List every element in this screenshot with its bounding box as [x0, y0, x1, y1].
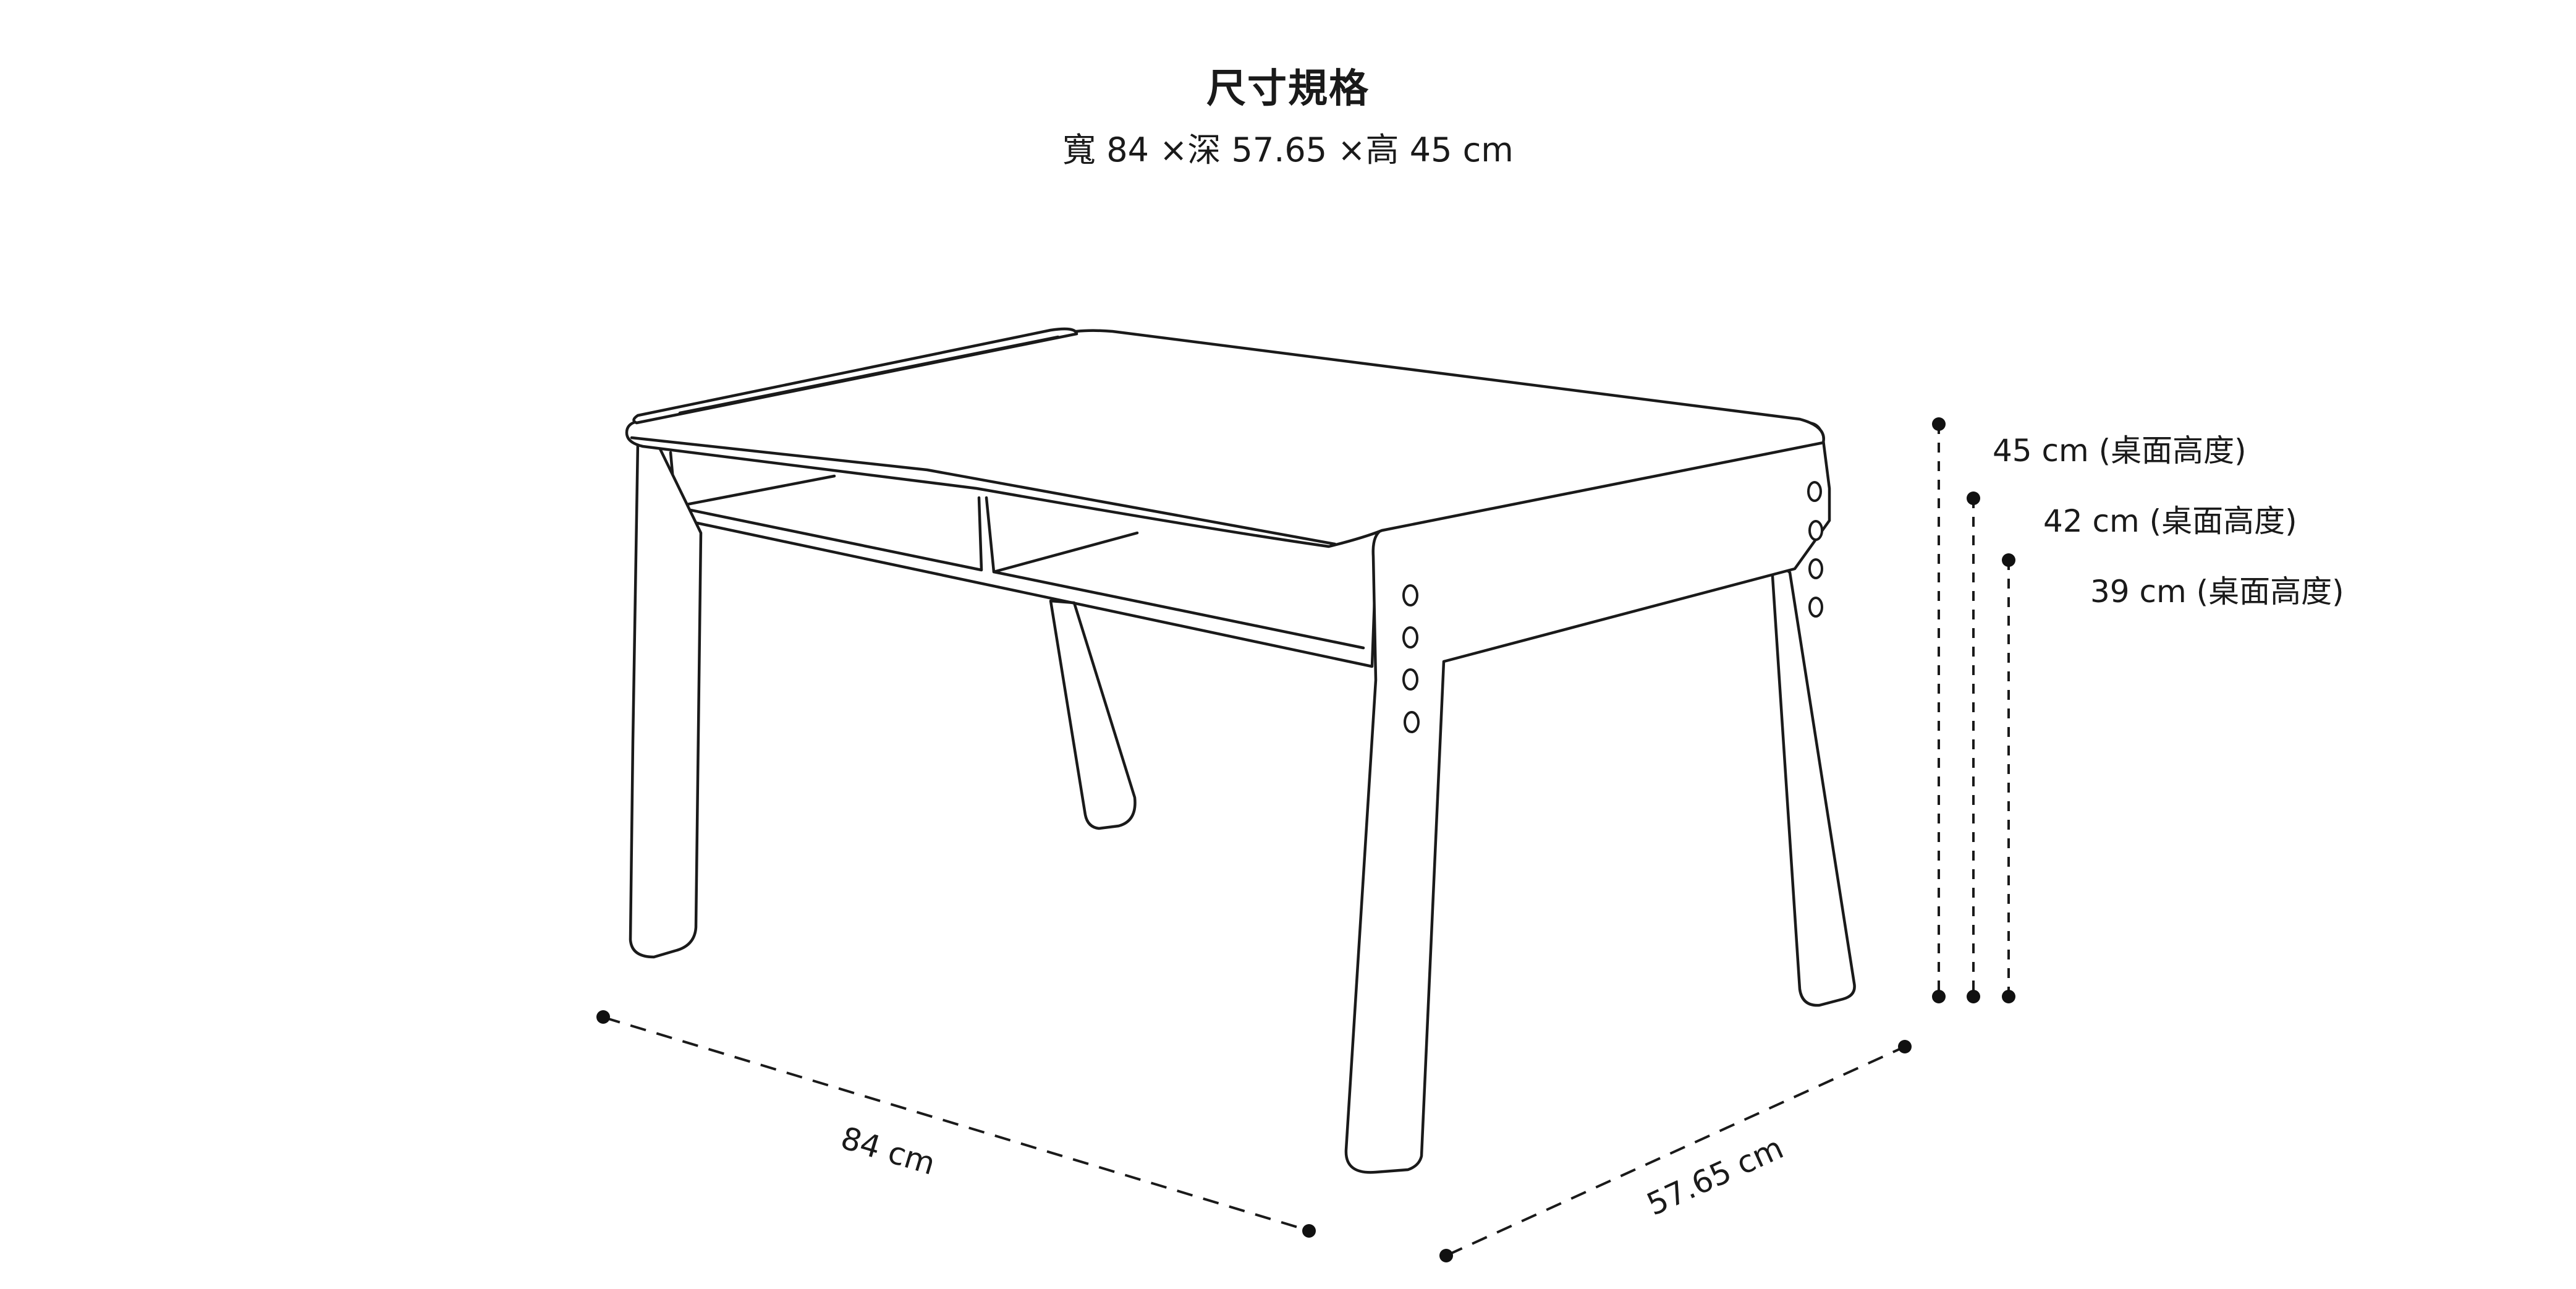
width-dimension-line — [604, 1016, 1308, 1232]
height-label-45: 45 cm (桌面高度) — [1993, 433, 2247, 469]
right-side-panel — [1344, 421, 1831, 1174]
height-hole — [1808, 520, 1823, 541]
dimension-endpoint — [1932, 990, 1946, 1003]
dimension-endpoint — [2002, 553, 2015, 567]
dimension-endpoint — [1967, 990, 1980, 1003]
dimension-endpoint — [1439, 1249, 1453, 1262]
dimension-endpoint — [1932, 417, 1946, 431]
height-hole — [1807, 481, 1822, 502]
dimension-endpoint — [596, 1010, 610, 1024]
height-hole — [1808, 558, 1823, 579]
height-hole — [1404, 711, 1420, 733]
height-hole — [1402, 668, 1418, 691]
back-left-leg — [1049, 599, 1137, 830]
front-left-leg — [629, 441, 703, 959]
tabletop — [625, 329, 1825, 548]
dimension-endpoint — [1967, 491, 1980, 505]
width-label: 84 cm — [837, 1120, 939, 1182]
height-label-39: 39 cm (桌面高度) — [2090, 574, 2344, 610]
tabletop-rim-inner — [678, 335, 1060, 415]
height-hole — [1402, 626, 1418, 649]
tabletop-edge — [630, 436, 1337, 546]
depth-label: 57.65 cm — [1642, 1129, 1789, 1222]
height-hole — [1402, 584, 1418, 606]
dimension-endpoint — [1302, 1224, 1316, 1238]
back-right-leg — [1769, 556, 1856, 1007]
shelf-back-edge — [672, 474, 836, 509]
dimensions-summary: 寬 84 ×深 57.65 ×高 45 cm — [1062, 130, 1514, 169]
page-title: 尺寸規格 — [1206, 66, 1370, 112]
height-hole — [1808, 597, 1823, 618]
shelf-inner-right — [992, 570, 1365, 650]
height-label-42: 42 cm (桌面高度) — [2043, 503, 2297, 539]
dimension-endpoint — [2002, 990, 2015, 1003]
depth-dimension-line — [1447, 1046, 1904, 1256]
dimension-endpoint — [1898, 1040, 1912, 1053]
